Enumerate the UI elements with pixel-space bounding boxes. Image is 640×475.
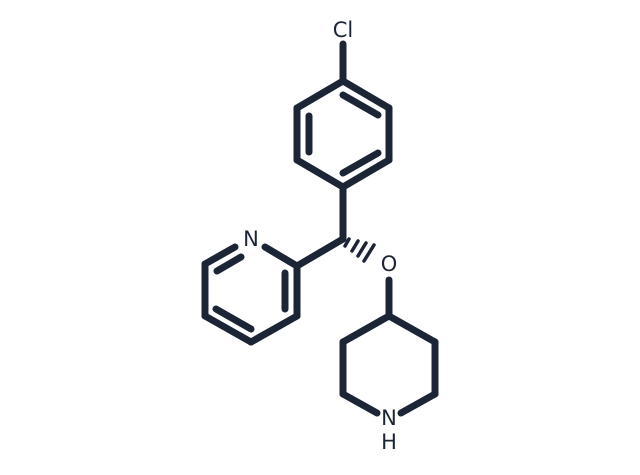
ring-bond xyxy=(201,312,255,346)
ring-bond xyxy=(293,156,347,191)
pyridine-nitrogen-label: N xyxy=(243,227,259,251)
ring-bond xyxy=(261,243,301,270)
chlorine-label: Cl xyxy=(333,18,354,42)
ring-bond xyxy=(201,243,239,268)
piperidine-hydrogen-label: H xyxy=(381,430,397,454)
hashed-wedge-bond xyxy=(343,237,376,263)
ring-double-bond xyxy=(213,253,245,275)
ring-double-bond xyxy=(339,149,382,177)
ring-bond xyxy=(397,390,439,417)
bond-ch-pyridyl xyxy=(293,235,347,270)
ring-bond xyxy=(339,312,393,346)
piperidine-ring xyxy=(339,276,439,417)
ring-bond xyxy=(339,77,393,112)
ring-double-bond xyxy=(212,305,255,333)
piperidine-nitrogen-label: N xyxy=(381,406,397,430)
ring-bond xyxy=(293,77,347,112)
ether-oxygen-label: O xyxy=(381,252,398,276)
ring-double-bond xyxy=(339,91,382,119)
ring-bond xyxy=(339,156,393,191)
chlorophenyl-ring xyxy=(293,77,393,191)
ring-bond xyxy=(339,390,381,417)
pyridine-ring xyxy=(201,243,301,346)
ring-bond xyxy=(247,312,301,346)
ring-bond xyxy=(385,312,439,346)
